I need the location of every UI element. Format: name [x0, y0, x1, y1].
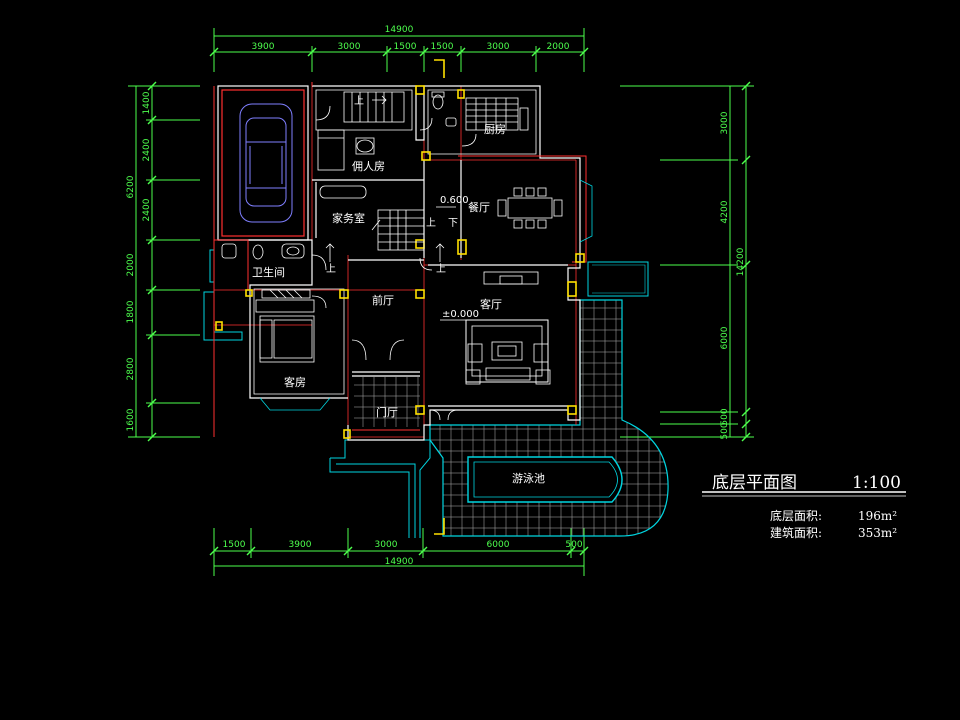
- dim-bottom-total: 14900: [385, 557, 414, 567]
- ground-area-label: 底层面积:: [770, 508, 822, 523]
- dim-bottom-1: 1500: [223, 540, 246, 550]
- dim-left-2: 2400: [142, 138, 152, 161]
- dimension-ticks: [147, 47, 751, 556]
- dim-right-labels: 3000 4200 6000 500 500 14200: [720, 111, 746, 439]
- drawing-scale: 1:100: [852, 473, 901, 493]
- stair-arrows: [325, 95, 456, 262]
- dim-left-4: 2000: [126, 253, 136, 276]
- dim-top-3: 1500: [394, 42, 417, 52]
- dim-right-total: 14200: [736, 247, 746, 276]
- dim-right-4: 500: [720, 408, 730, 425]
- dim-top-total: 14900: [385, 25, 414, 35]
- dim-right-3: 6000: [720, 326, 730, 349]
- pool: [467, 456, 623, 503]
- dim-left-1: 1400: [142, 91, 152, 114]
- dim-left-7: 1600: [126, 408, 136, 431]
- room-label-housework: 家务室: [332, 211, 365, 225]
- stair-mark-up-4: 上: [354, 95, 364, 107]
- dim-bottom-2: 3900: [289, 540, 312, 550]
- dim-top-2: 3000: [338, 42, 361, 52]
- stair-mark-up-2: 上: [326, 263, 336, 275]
- dim-top-4: 1500: [431, 42, 454, 52]
- dim-top-1: 3900: [252, 42, 275, 52]
- furniture: [221, 91, 593, 421]
- room-label-dining: 餐厅: [468, 200, 490, 214]
- dim-bottom-4: 6000: [487, 540, 510, 550]
- room-label-pool: 游泳池: [512, 471, 545, 485]
- dim-left-total: 6200: [126, 175, 136, 198]
- dim-right-1: 3000: [720, 111, 730, 134]
- room-label-guest: 客房: [284, 375, 306, 389]
- stair-mark-up-1: 上: [426, 217, 436, 229]
- dim-right-2: 4200: [720, 200, 730, 223]
- dim-bottom-5: 500: [565, 540, 582, 550]
- room-label-kitchen: 厨房: [484, 123, 506, 136]
- room-label-front-hall: 前厅: [372, 293, 394, 307]
- room-label-servant: 佣人房: [352, 160, 385, 173]
- dim-left-5: 1800: [126, 300, 136, 323]
- drawing-title: 底层平面图: [712, 473, 797, 493]
- car-icon: [239, 103, 293, 223]
- dim-right-5: 500: [720, 422, 730, 439]
- level-living: ±0.000: [442, 309, 479, 320]
- dim-bottom-3: 3000: [375, 540, 398, 550]
- building-area-value: 353m²: [858, 526, 897, 540]
- staircase: [343, 91, 425, 251]
- dim-left-labels: 6200 1400 2400 2400 2000 1800 2800 1600: [126, 91, 152, 431]
- dim-left-3: 2400: [142, 198, 152, 221]
- dim-left-6: 2800: [126, 357, 136, 380]
- room-label-living: 客厅: [480, 297, 502, 311]
- room-label-entry: 门厅: [376, 405, 398, 419]
- column-markers: [215, 59, 585, 535]
- room-label-bath: 卫生间: [252, 265, 285, 279]
- stair-mark-up-3: 上: [436, 263, 446, 275]
- dim-top-5: 3000: [487, 42, 510, 52]
- dim-top-6: 2000: [547, 42, 570, 52]
- dimension-lines: [128, 28, 754, 576]
- building-area-label: 建筑面积:: [770, 525, 822, 540]
- stair-mark-down: 下: [448, 218, 458, 229]
- walls: [217, 85, 581, 441]
- ground-area-value: 196m²: [858, 509, 897, 523]
- level-dining: 0.600: [440, 195, 469, 206]
